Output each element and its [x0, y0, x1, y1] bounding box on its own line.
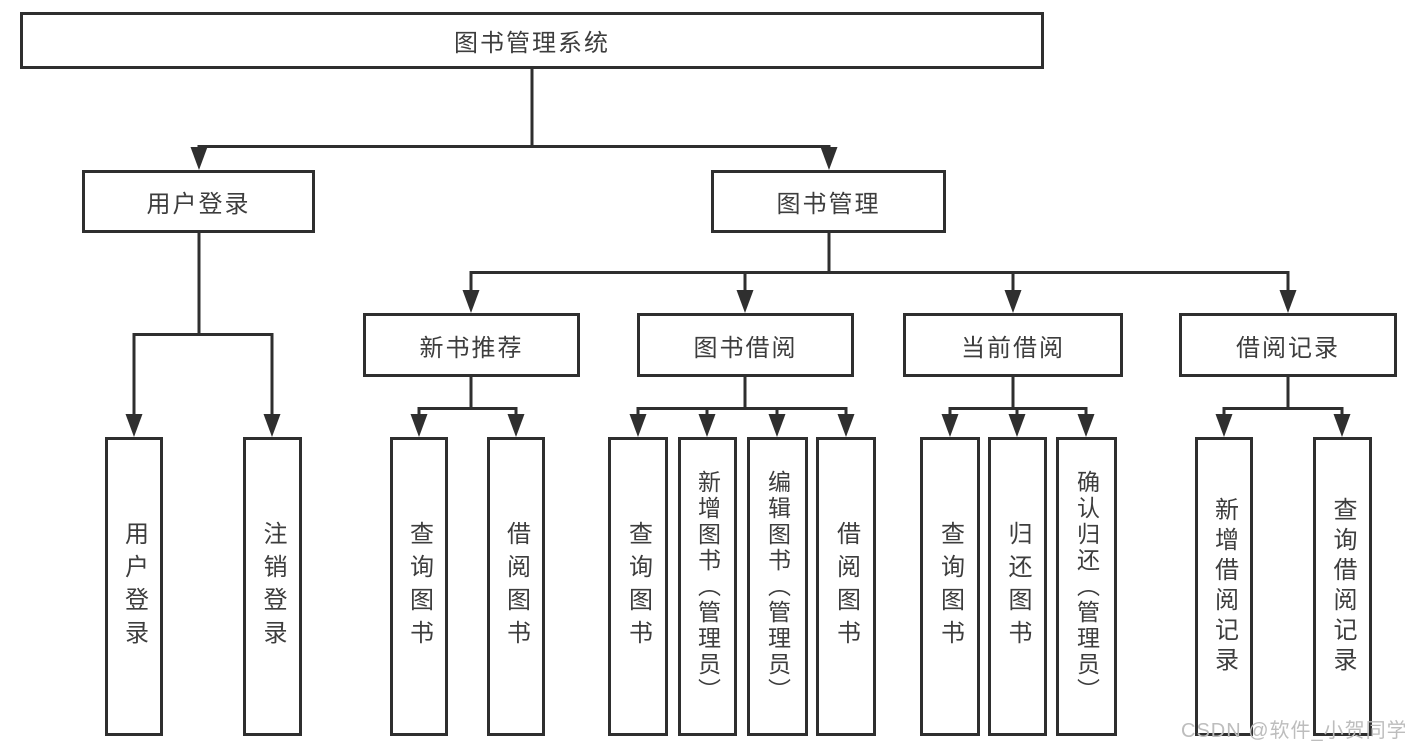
arrowheads	[125, 147, 1351, 437]
arrowhead	[837, 414, 855, 437]
node-new-book-recommendation: 新书推荐	[363, 313, 580, 377]
node-label: 借阅记录	[1236, 334, 1340, 362]
leaf-edit-book-admin: 编辑图书（管理员）	[747, 437, 808, 736]
node-label: 图书管理系统	[454, 30, 610, 57]
leaf-label: 归还图书	[1004, 520, 1031, 653]
leaf-query-borrow-record: 查询借阅记录	[1313, 437, 1372, 736]
node-label: 用户登录	[146, 191, 251, 218]
leaf-label: 编辑图书（管理员）	[764, 469, 791, 704]
leaf-label: 用户登录	[120, 520, 148, 653]
leaf-label: 查询图书	[936, 520, 964, 653]
arrowhead	[629, 414, 647, 437]
leaf-logout: 注销登录	[243, 437, 302, 736]
arrowhead	[263, 414, 281, 437]
leaf-query-books-current: 查询图书	[920, 437, 980, 736]
arrowhead	[820, 147, 838, 170]
arrowhead	[736, 290, 754, 313]
arrowhead	[125, 414, 143, 437]
node-label: 新书推荐	[419, 334, 524, 362]
leaf-confirm-return-admin: 确认归还（管理员）	[1056, 437, 1117, 736]
arrowhead	[1004, 290, 1022, 313]
node-book-borrowing: 图书借阅	[637, 313, 854, 377]
leaf-label: 新增图书（管理员）	[694, 469, 721, 704]
leaf-add-book-admin: 新增图书（管理员）	[678, 437, 737, 736]
node-user-login: 用户登录	[82, 170, 315, 233]
node-label: 当前借阅	[961, 334, 1065, 362]
arrowhead	[507, 414, 525, 437]
node-library-management-system: 图书管理系统	[20, 12, 1044, 69]
leaf-label: 新增借阅记录	[1210, 496, 1238, 677]
arrowhead	[1333, 414, 1351, 437]
leaf-borrow-books-recommend: 借阅图书	[487, 437, 545, 736]
leaf-label: 查询借阅记录	[1329, 496, 1356, 677]
arrowhead	[768, 414, 786, 437]
arrowhead	[1008, 414, 1026, 437]
leaf-query-books-borrow: 查询图书	[608, 437, 668, 736]
node-current-borrowing: 当前借阅	[903, 313, 1123, 377]
leaf-label: 查询图书	[405, 520, 433, 653]
arrowhead	[410, 414, 428, 437]
arrowhead	[698, 414, 716, 437]
arrowhead	[1279, 290, 1297, 313]
leaf-label: 查询图书	[624, 520, 652, 653]
node-label: 图书管理	[776, 191, 881, 218]
node-borrowing-records: 借阅记录	[1179, 313, 1397, 377]
leaf-user-login: 用户登录	[105, 437, 163, 736]
arrowhead	[1215, 414, 1233, 437]
leaf-label: 确认归还（管理员）	[1073, 469, 1100, 704]
leaf-borrow-books: 借阅图书	[816, 437, 876, 736]
leaf-label: 注销登录	[259, 520, 286, 653]
arrowhead	[1077, 414, 1095, 437]
arrowhead	[462, 290, 480, 313]
arrowhead	[190, 147, 208, 170]
node-book-management: 图书管理	[711, 170, 946, 233]
csdn-watermark: CSDN @软件_小贺同学	[1181, 720, 1405, 742]
leaf-return-book: 归还图书	[988, 437, 1047, 736]
node-label: 图书借阅	[693, 334, 798, 362]
leaf-label: 借阅图书	[832, 520, 860, 653]
leaf-label: 借阅图书	[502, 520, 530, 653]
arrowhead	[941, 414, 959, 437]
leaf-query-books-recommend: 查询图书	[390, 437, 448, 736]
leaf-add-borrow-record: 新增借阅记录	[1195, 437, 1253, 736]
